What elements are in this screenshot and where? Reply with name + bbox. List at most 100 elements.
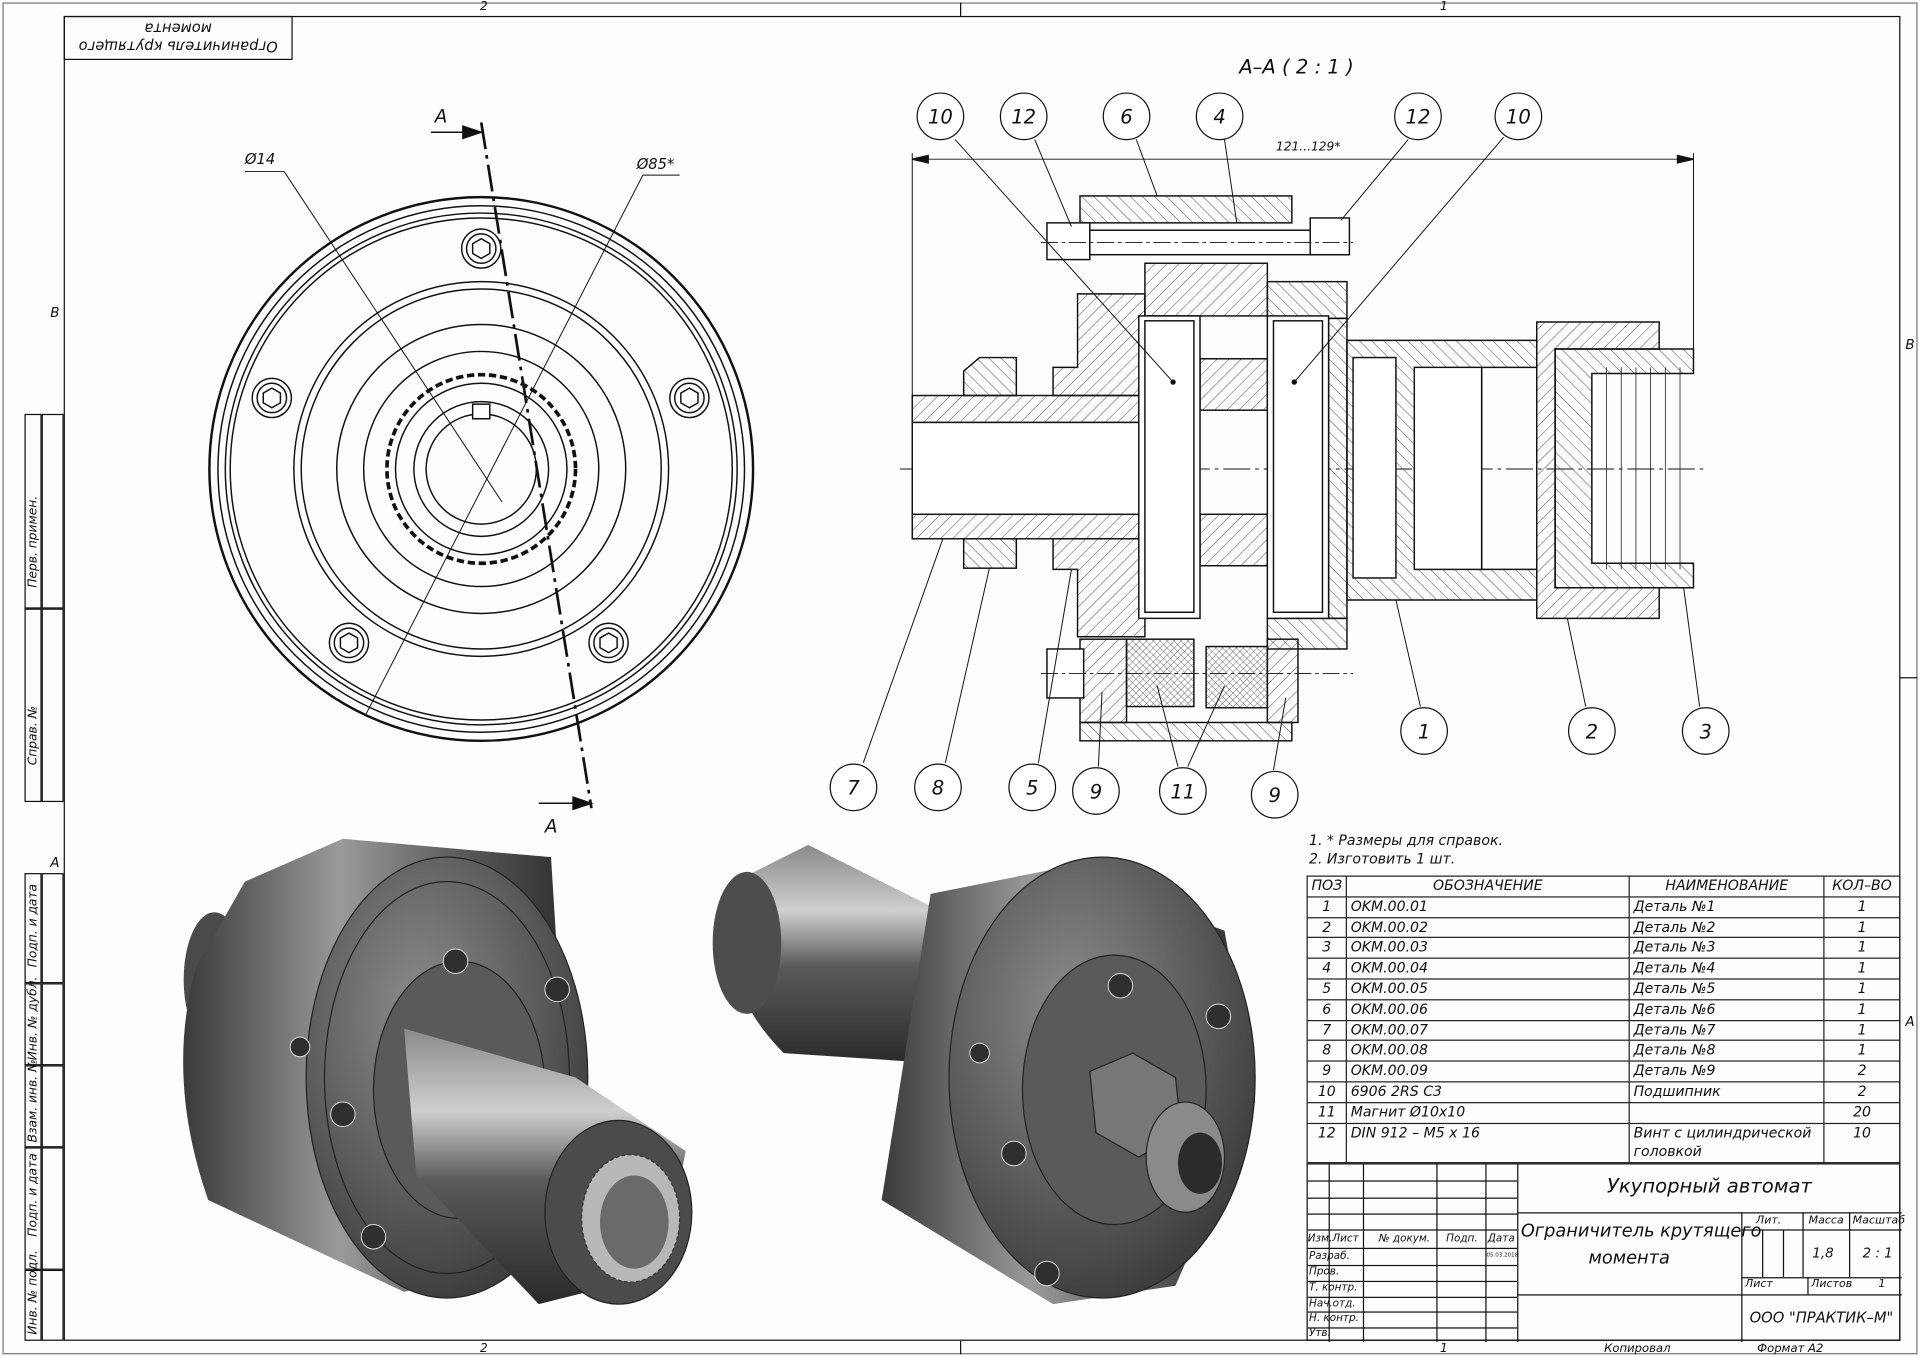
cell-pos: 1: [1306, 896, 1348, 918]
zone-divider-top: [960, 2, 962, 16]
callout-balloon: 12: [999, 92, 1048, 141]
cell-qty: 2: [1823, 1060, 1901, 1083]
front-view: [208, 122, 755, 811]
zone-label-right-b: B: [1905, 336, 1915, 353]
diameter-outer-label: Ø85*: [636, 155, 675, 173]
zone-divider-bottom: [960, 1340, 962, 1355]
cell-pos: 12: [1306, 1122, 1348, 1163]
cell-qty: 20: [1823, 1101, 1901, 1124]
callout-number: 12: [1011, 106, 1036, 129]
cell-pos: 3: [1306, 937, 1348, 960]
callout-number: 2: [1586, 720, 1598, 743]
cell-designation: OKM.00.02: [1345, 916, 1630, 939]
note-2: 2. Изготовить 1 шт.: [1308, 849, 1456, 867]
cell-name: Деталь №3: [1628, 937, 1825, 960]
copied-label: Копировал: [1604, 1342, 1671, 1356]
zone-label-left-a: A: [50, 854, 60, 871]
callout-balloon: 7: [829, 763, 878, 812]
developed-date: 05.03.2018: [1486, 1252, 1519, 1259]
cell-qty: 1: [1823, 916, 1901, 939]
format-label: Формат А2: [1757, 1342, 1824, 1356]
callout-circle: [1681, 707, 1730, 755]
diameter-hole-label: Ø14: [244, 150, 276, 168]
cell-designation: OKM.00.04: [1345, 957, 1630, 980]
cell-pos: 7: [1306, 1019, 1348, 1042]
sheets-label: Листов: [1811, 1278, 1853, 1291]
callout-balloon: 9: [1072, 767, 1120, 815]
section-mark-bottom: A: [544, 815, 558, 838]
callout-number: 1: [1418, 720, 1430, 743]
cell-qty: 1: [1823, 957, 1901, 980]
cell-designation: OKM.00.01: [1345, 896, 1630, 918]
zone-label-top-2: 2: [480, 0, 488, 14]
cell-pos: 9: [1306, 1060, 1348, 1083]
col-label-izm: Изм.: [1307, 1233, 1333, 1246]
callout-balloon: 10: [1494, 92, 1543, 141]
callout-balloon: 2: [1567, 707, 1616, 755]
cell-pos: 11: [1306, 1101, 1348, 1124]
callout-circle: [1567, 707, 1616, 755]
row-label-norm-control: Н. контр.: [1308, 1312, 1359, 1325]
callout-circle: [1195, 92, 1244, 141]
mass-label: Масса: [1808, 1214, 1844, 1227]
header-qty: КОЛ–ВО: [1823, 875, 1901, 898]
callout-balloon: 9: [1250, 770, 1299, 819]
callout-balloon: 1: [1400, 707, 1448, 755]
callout-number: 7: [847, 777, 860, 800]
header-pos: ПОЗ: [1306, 875, 1348, 898]
cell-name: Винт с цилиндрической головкой: [1628, 1122, 1825, 1163]
isometric-render-right: [712, 844, 1256, 1305]
sheets-count: 1: [1878, 1278, 1886, 1291]
row-label-approved: Утв.: [1308, 1327, 1331, 1340]
callout-circle: [916, 92, 965, 141]
callout-number: 9: [1090, 780, 1102, 803]
callout-number: 10: [928, 106, 953, 129]
callout-circle: [1494, 92, 1543, 141]
cell-designation: 6906 2RS C3: [1345, 1081, 1630, 1103]
row-label-developed: Разраб.: [1308, 1250, 1350, 1263]
callout-balloon: 8: [914, 763, 962, 812]
section-mark-top: A: [434, 105, 448, 128]
callout-circle: [829, 763, 878, 812]
row-label-tech-control: Т. контр.: [1308, 1282, 1358, 1295]
cell-pos: 5: [1306, 978, 1348, 1001]
sheet-label: Лист: [1744, 1278, 1773, 1291]
cell-name: Подшипник: [1628, 1081, 1825, 1103]
callout-circle: [1158, 767, 1207, 815]
cell-designation: OKM.00.07: [1345, 1019, 1630, 1042]
cell-qty: 2: [1823, 1081, 1901, 1103]
callout-balloon: 3: [1681, 707, 1730, 755]
callout-circle: [1102, 92, 1151, 141]
row-label-dept-head: Нач.отд.: [1308, 1297, 1356, 1311]
callout-circle: [1072, 767, 1120, 815]
cell-name: Деталь №9: [1628, 1060, 1825, 1083]
zone-label-bottom-1: 1: [1440, 1342, 1448, 1356]
cell-pos: 8: [1306, 1040, 1348, 1062]
zone-divider-right: [1900, 677, 1918, 679]
drawing-name-line-2: момента: [1588, 1248, 1670, 1269]
callout-circle: [1008, 763, 1057, 812]
col-label-sign: Подп.: [1446, 1233, 1478, 1246]
callout-balloon: 6: [1102, 92, 1151, 141]
cell-name: Деталь №2: [1628, 916, 1825, 939]
inverted-title-stamp: Ограничитель крутящего момента: [63, 15, 293, 61]
row-label-checked: Пров.: [1308, 1266, 1340, 1279]
col-label-list: Лист: [1332, 1233, 1359, 1246]
callout-number: 4: [1213, 106, 1225, 129]
callout-circle: [999, 92, 1048, 141]
cell-designation: Магнит Ø10x10: [1345, 1101, 1630, 1124]
cell-qty: 1: [1823, 1040, 1901, 1062]
col-label-doc-no: № докум.: [1378, 1233, 1431, 1246]
cell-designation: OKM.00.08: [1345, 1040, 1630, 1062]
callout-balloon: 11: [1158, 767, 1207, 815]
